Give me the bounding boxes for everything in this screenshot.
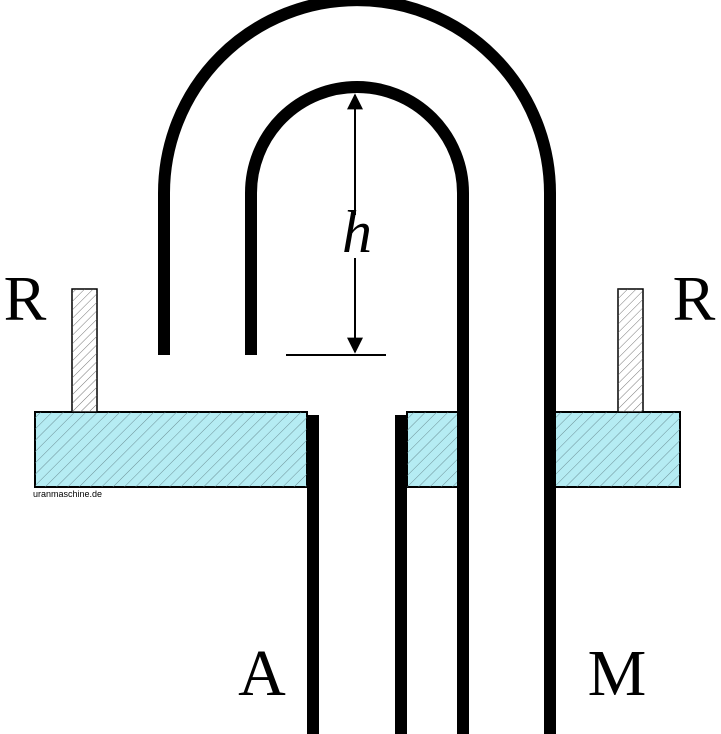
right-rod [617, 288, 644, 413]
inner-u-tube [245, 81, 469, 734]
middle-plate [406, 411, 463, 488]
left-rod [71, 288, 98, 413]
watermark: uranmaschine.de [33, 489, 102, 499]
left-plate [34, 411, 308, 488]
label-h: h [342, 199, 372, 265]
right-plate [551, 411, 681, 488]
label-m: M [588, 637, 647, 710]
outer-u-tube [158, 0, 556, 734]
height-dimension [286, 93, 386, 356]
label-r-left: R [4, 263, 47, 334]
label-r-right: R [673, 263, 716, 334]
label-a: A [238, 637, 286, 710]
